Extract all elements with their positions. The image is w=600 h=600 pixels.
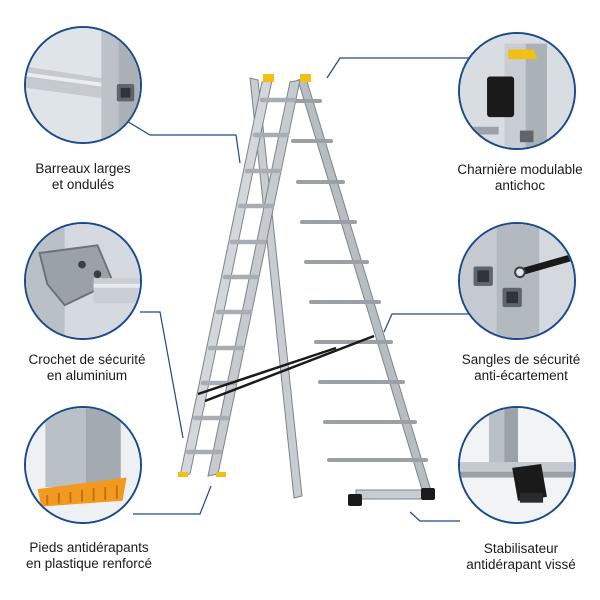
- label-hook-line1: Crochet de sécurité: [28, 352, 146, 367]
- label-strap-line1: Sangles de sécurité: [461, 352, 581, 367]
- label-foot-line1: Pieds antidérapants: [29, 540, 149, 555]
- label-hook: Crochet de sécurité en aluminium: [18, 352, 156, 384]
- callout-rung-closeup: [24, 26, 142, 144]
- label-stabilizer: Stabilisateur antidérapant vissé: [446, 541, 596, 573]
- callout-safety-strap: [458, 222, 576, 340]
- label-rungs: Barreaux larges et ondulés: [28, 161, 138, 193]
- label-strap-line2: anti-écartement: [474, 368, 568, 383]
- stabilizer-closeup-icon: [460, 408, 574, 522]
- callout-safety-hook: [24, 222, 142, 340]
- non-slip-foot-closeup-icon: [26, 408, 140, 522]
- ladder-back-section: [249, 77, 435, 506]
- label-rungs-line2: et ondulés: [51, 177, 115, 192]
- label-foot: Pieds antidérapants en plastique renforc…: [14, 540, 164, 572]
- safety-straps: [197, 334, 375, 403]
- callout-hinge-closeup: [458, 32, 576, 150]
- label-rungs-line1: Barreaux larges: [35, 161, 131, 176]
- callout-non-slip-foot: [24, 406, 142, 524]
- label-strap: Sangles de sécurité anti-écartement: [448, 352, 594, 384]
- callout-stabilizer: [458, 406, 576, 524]
- label-hook-line2: en aluminium: [46, 368, 128, 383]
- label-stabilizer-line2: antidérapant vissé: [466, 557, 576, 572]
- connector-lines: [124, 57, 478, 522]
- label-foot-line2: en plastique renforcé: [25, 556, 153, 571]
- safety-strap-closeup-icon: [460, 224, 574, 338]
- safety-hook-closeup-icon: [26, 224, 140, 338]
- label-hinge-line1: Charnière modulable: [457, 162, 583, 177]
- ladder-rung-closeup-icon: [26, 28, 140, 142]
- label-hinge-line2: antichoc: [494, 178, 546, 193]
- label-hinge: Charnière modulable antichoc: [450, 162, 590, 194]
- label-stabilizer-line1: Stabilisateur: [483, 541, 559, 556]
- hinge-closeup-icon: [460, 34, 574, 148]
